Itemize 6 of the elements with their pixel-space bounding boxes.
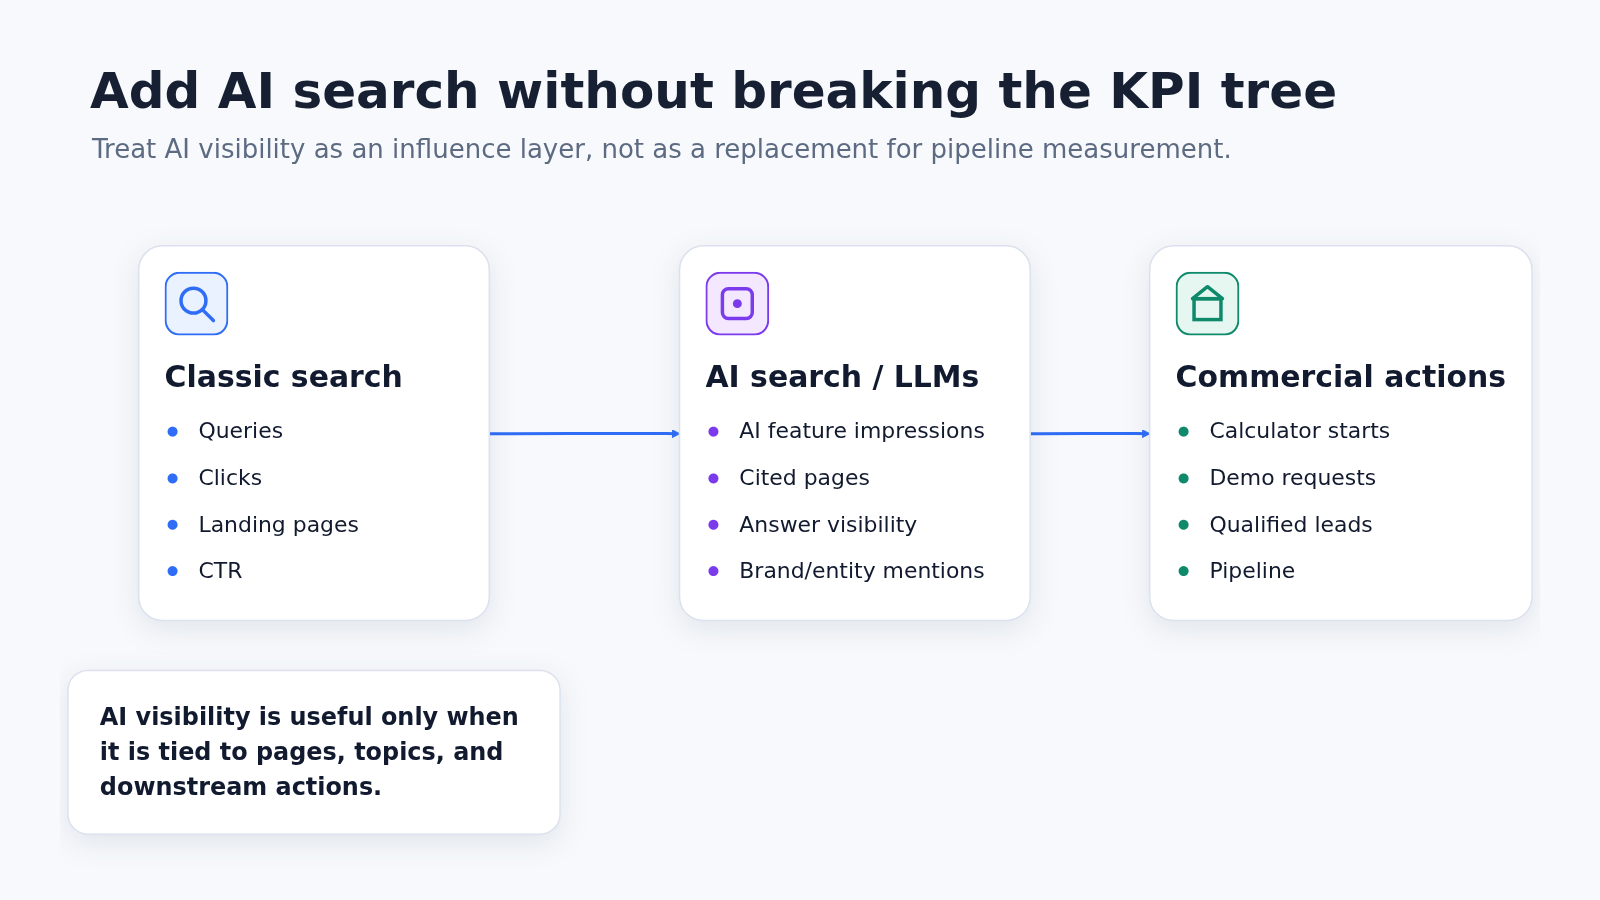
subtitle: Treat AI visibility as an influence layer, not as a replacement for pipeline measurement. (92, 134, 1232, 164)
title: Add AI search without breaking the KPI tree (90, 62, 1338, 120)
node-box: Classic search Queries Clicks Landing pages CTR (137, 245, 491, 622)
node-box: AI search / LLMs AI feature impressions Cited pages Answer visibility Brand/entity mentions (678, 245, 1031, 622)
node-box: Commercial actions Calculator starts Demo requests Qualified leads Pipeline (1148, 245, 1533, 622)
node-box: AI visibility is useful only when it is tied to pages, topics, and downstream actions. (67, 669, 561, 835)
